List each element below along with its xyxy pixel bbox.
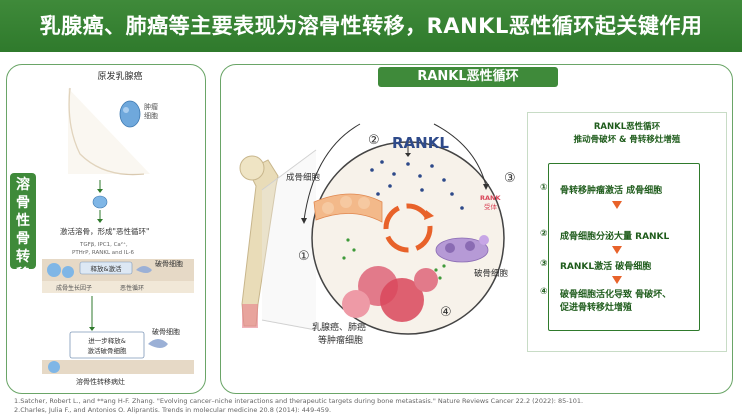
tumor-line-1: 乳腺癌、肺癌 <box>312 321 366 333</box>
osteoclast-label: 破骨细胞 <box>474 268 509 279</box>
rank-receptor-line-1: RANK <box>480 194 501 202</box>
tumor-mass-3 <box>342 290 370 318</box>
tumor-cell-b <box>62 266 74 278</box>
tumor-cell-label-1: 肿瘤 <box>144 102 158 111</box>
flow-arrow-left <box>303 123 361 221</box>
step-2-marker: ② <box>368 133 380 148</box>
zoom-wedge <box>262 150 316 330</box>
steps-title-line-1: RANKL恶性循环 <box>593 122 661 132</box>
osteoclast-nucleus-1 <box>445 243 455 253</box>
growth-factor-label: 成骨生长因子 <box>56 284 92 292</box>
osteoblast-cell-2 <box>340 196 352 208</box>
step-arrow-2 <box>612 246 622 254</box>
release-label: 释放&激活 <box>90 264 122 273</box>
tumor-mass-4 <box>414 268 438 292</box>
further-line-1: 进一步释放& <box>88 336 126 345</box>
side-tab-label: 溶骨性骨转移 <box>16 177 30 283</box>
tumor-cell-label-2: 细胞 <box>144 111 158 120</box>
tumor-mass-2 <box>380 278 424 322</box>
rankl-down-arrow-head <box>405 153 411 157</box>
activate-text: 激活溶骨，形成"恶性循环" <box>60 226 149 236</box>
arrow-head-2 <box>97 219 103 223</box>
osteoclast-label: 破骨细胞 <box>155 259 183 268</box>
side-tab <box>10 173 36 269</box>
osteoclast-icon <box>136 266 152 273</box>
breast-outline <box>68 87 145 176</box>
tumor-icon <box>119 100 141 128</box>
zoom-line-bottom <box>261 319 317 331</box>
further-release-box <box>69 331 145 359</box>
osteoclast-icon-2 <box>148 339 168 348</box>
step-3-marker: ③ <box>504 171 516 186</box>
steps-box <box>527 112 727 352</box>
lesion-band <box>42 360 194 374</box>
step-3-text: RANKL激活 破骨细胞 <box>560 262 652 272</box>
step-2-text: 成骨细胞分泌大量 RANKL <box>560 232 670 242</box>
step-1-num: ① <box>540 183 548 193</box>
bottom-label: 溶骨性转移病灶 <box>76 377 125 386</box>
femur-head-icon <box>239 155 265 181</box>
left-illustration: 原发乳腺癌 肿瘤 细胞 激活溶骨，形成"恶性循环" TGFβ, IPC1, Ca… <box>42 70 194 386</box>
tumor-cell-icon <box>123 107 129 113</box>
step-4-line-2: 促进骨转移灶增殖 <box>560 303 633 313</box>
steps-inner-frame <box>548 163 700 331</box>
tumor-cell-c <box>48 361 60 373</box>
title-bar <box>0 0 742 52</box>
osteoclast-nucleus-2 <box>465 241 475 251</box>
osteoclast-label-2: 破骨细胞 <box>152 327 180 336</box>
step-4-marker: ④ <box>440 305 452 320</box>
flow-arrow-right-head <box>483 184 489 190</box>
green-factor-dots <box>342 238 446 280</box>
osteoblast-cell-1 <box>322 202 334 214</box>
zoom-line-top <box>261 149 317 191</box>
rankl-dots <box>370 160 464 210</box>
steps-title-line-2: 推动骨破坏 & 骨转移灶增殖 <box>573 135 681 145</box>
flow-arrow-left-head <box>301 218 307 224</box>
step-1-marker: ① <box>298 249 310 264</box>
step-4-num: ④ <box>540 287 548 297</box>
osteoblast-label: 成骨细胞 <box>286 172 321 183</box>
primary-label: 原发乳腺癌 <box>97 70 142 82</box>
step-4-line-1: 破骨细胞活化导致 骨破坏、 <box>560 290 672 300</box>
release-box <box>79 261 133 275</box>
rankl-label: RANKL <box>392 134 449 152</box>
cycle-arrows-icon <box>383 203 433 253</box>
arrow-head-1 <box>97 189 103 193</box>
step-3-num: ③ <box>540 259 548 269</box>
reference-1: 1.Satcher, Robert L., and **ang H-F. Zha… <box>14 397 584 405</box>
cycle-arrow-head <box>424 210 434 220</box>
tumor-line-2: 等肿瘤细胞 <box>318 334 363 346</box>
osteoblast-cell-3 <box>358 197 370 209</box>
arrow-head-3 <box>89 327 95 331</box>
breast-fill <box>68 88 150 174</box>
rankl-cycle-header: RANKL恶性循环 <box>378 67 558 87</box>
lesion-highlight <box>242 304 258 328</box>
further-line-2: 激活破骨细胞 <box>88 346 128 355</box>
bone-band <box>42 281 194 293</box>
tumor-cell-a <box>47 263 61 277</box>
page-title: 乳腺癌、肺癌等主要表现为溶骨性转移，RANKL恶性循环起关键作用 <box>39 14 703 38</box>
reference-2: 2.Charles, Julia F., and Antonios O. Ali… <box>14 406 332 414</box>
step-1-text: 骨转移肿瘤激活 成骨细胞 <box>560 186 663 196</box>
rank-receptor-line-2: 受体 <box>484 202 498 211</box>
rankl-cycle-illustration: ② ③ ① ④ RANKL 成骨细胞 RANK 受体 破骨细胞 乳腺癌、肺癌 等… <box>239 123 516 346</box>
step-2-num: ② <box>540 229 548 239</box>
step-arrow-1 <box>612 201 622 209</box>
migrating-cell-icon <box>92 195 108 209</box>
factors-line-1: TGFβ, IPC1, Ca²⁺, <box>79 241 128 248</box>
cycle-label: 恶性循环 <box>120 284 144 292</box>
factors-line-2: PTHrP, RANKL and IL-6 <box>72 250 134 256</box>
rank-receptor-icon <box>479 235 489 245</box>
step-arrow-3 <box>612 276 622 284</box>
flow-arrow-right <box>433 123 487 187</box>
